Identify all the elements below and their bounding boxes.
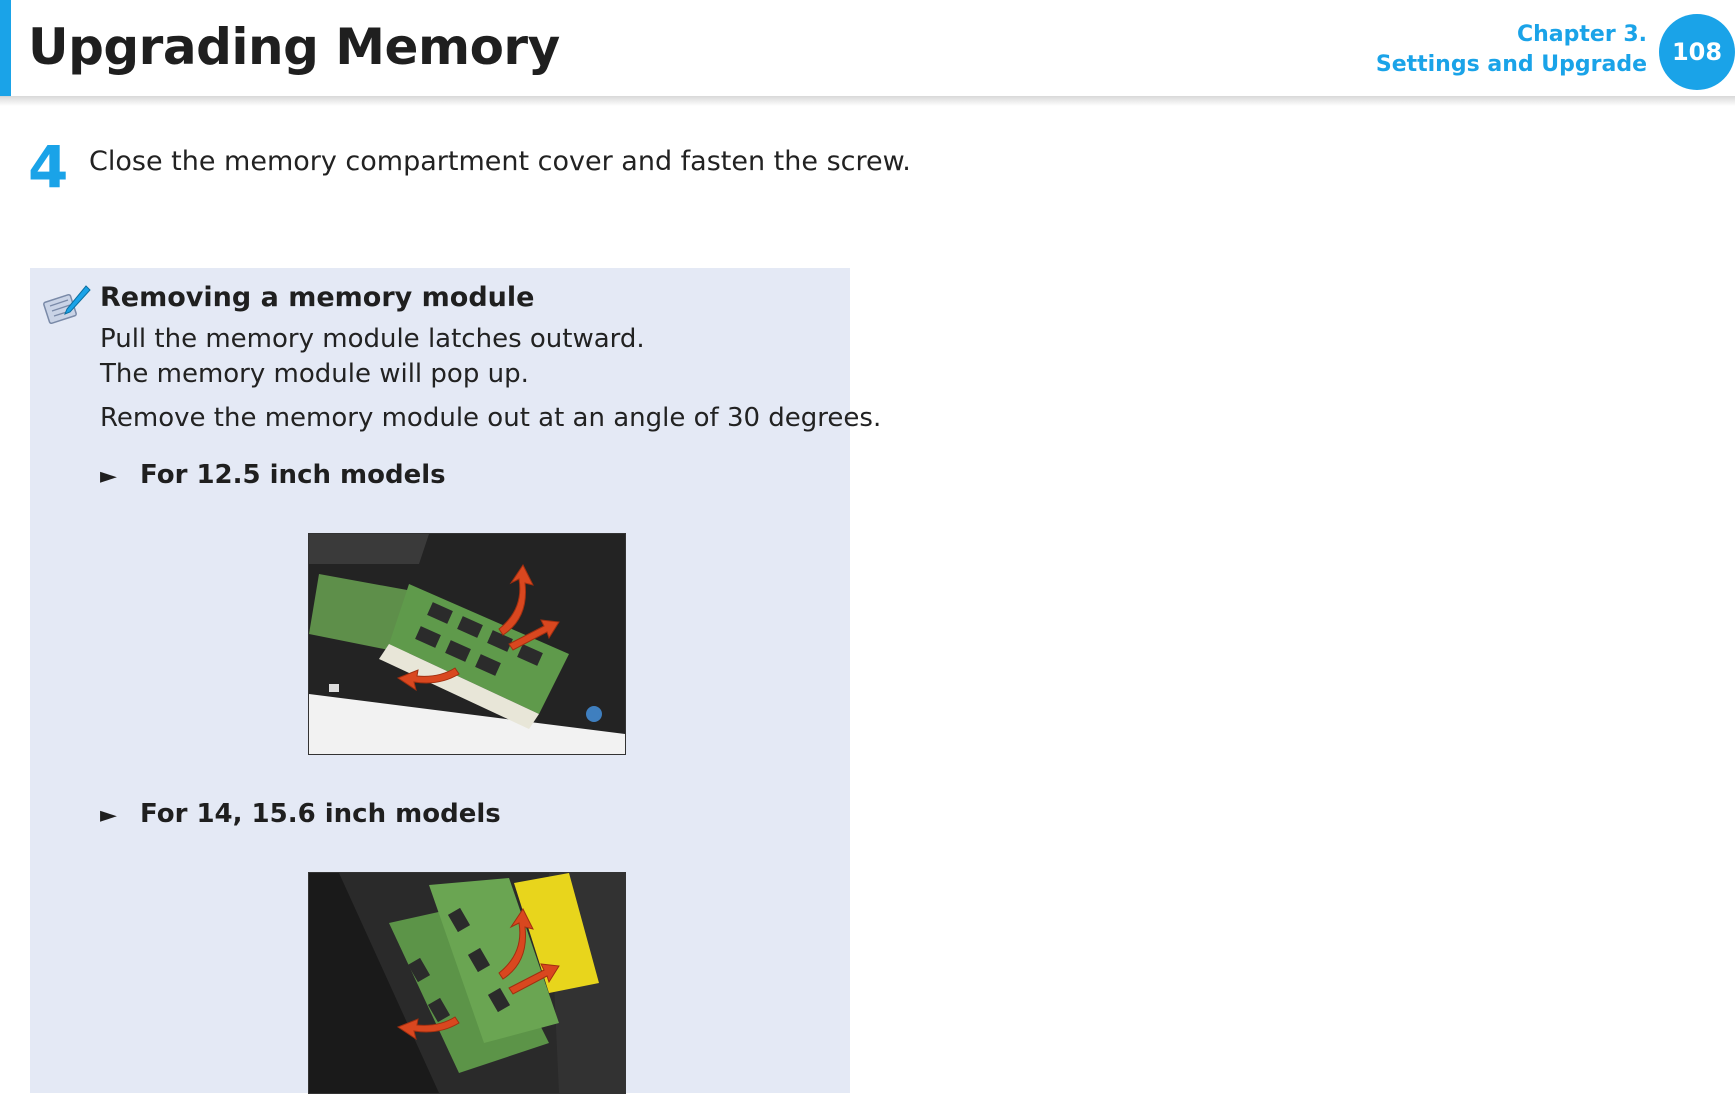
- note-title: Removing a memory module: [100, 282, 535, 313]
- chapter-number: Chapter 3.: [1516, 22, 1647, 47]
- memory-photo-12-5: [308, 533, 626, 755]
- bullet-arrow-icon: ►: [100, 464, 117, 489]
- memory-photo-14-15-6: [308, 872, 626, 1094]
- note-pencil-icon: [43, 285, 91, 325]
- note-line: Pull the memory module latches outward.: [100, 324, 645, 354]
- bullet-arrow-icon: ►: [100, 803, 117, 828]
- chapter-label: Chapter 3. Settings and Upgrade: [1376, 20, 1647, 80]
- step-text: Close the memory compartment cover and f…: [89, 146, 911, 177]
- chapter-title: Settings and Upgrade: [1375, 52, 1647, 77]
- step-number: 4: [28, 133, 69, 201]
- note-line: Remove the memory module out at an angle…: [100, 403, 882, 433]
- note-box: Removing a memory module Pull the memory…: [30, 268, 881, 1094]
- page-title: Upgrading Memory: [28, 18, 560, 76]
- note-line: The memory module will pop up.: [100, 359, 529, 389]
- model-label: For 12.5 inch models: [140, 460, 446, 490]
- header-accent-bar: [0, 0, 11, 97]
- page-number-badge: 108: [1659, 14, 1735, 90]
- model-label: For 14, 15.6 inch models: [140, 799, 501, 829]
- header-divider: [0, 96, 1735, 106]
- model-heading-12-5: ► For 12.5 inch models: [100, 460, 446, 490]
- model-heading-14-15-6: ► For 14, 15.6 inch models: [100, 799, 501, 829]
